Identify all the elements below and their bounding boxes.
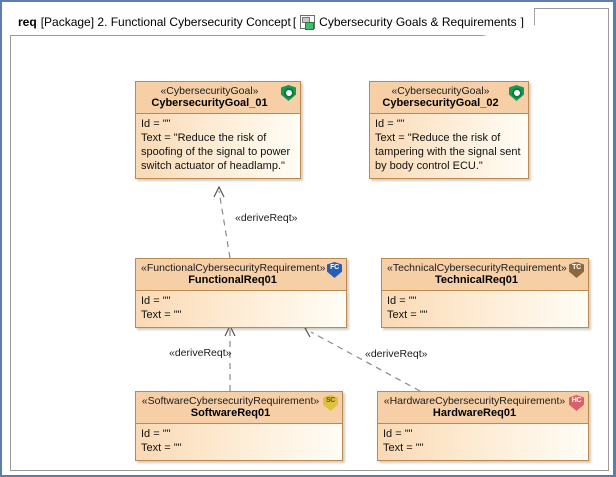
attr-id: Id = "" [141, 117, 171, 130]
node-name: CybersecurityGoal_01 [151, 97, 268, 110]
diagram-name-label: Cybersecurity Goals & Requirements [319, 14, 517, 29]
package-diagram-icon [300, 14, 316, 30]
node-cybersecurity-goal-02[interactable]: «CybersecurityGoal» CybersecurityGoal_02… [369, 81, 529, 180]
node-cybersecurity-goal-01[interactable]: «CybersecurityGoal» CybersecurityGoal_01… [135, 81, 301, 180]
node-technical-req-01[interactable]: «TechnicalCybersecurityRequirement» Tech… [381, 258, 589, 328]
node-body: Id = "" Text = "Reduce the risk of tampe… [370, 113, 528, 179]
attr-id: Id = "" [375, 117, 405, 130]
attr-text: Text = "Reduce the risk of spoofing of t… [141, 131, 294, 172]
node-header: «TechnicalCybersecurityRequirement» Tech… [382, 259, 588, 291]
node-stereotype: «CybersecurityGoal» [160, 85, 259, 97]
connector-label-derive-2: «deriveReqt» [169, 347, 232, 359]
connector-derive-func-to-goal01 [213, 185, 231, 259]
green-shield-icon [509, 85, 524, 101]
diagram-kind-label: req [18, 14, 37, 29]
bracket-close: ] [520, 14, 524, 29]
node-body: Id = "" Text = "" [378, 423, 588, 460]
brown-shield-icon: TC [569, 262, 584, 278]
attr-text: Text = "" [141, 441, 182, 454]
node-header: «SoftwareCybersecurityRequirement» Softw… [136, 392, 342, 424]
node-name: HardwareReq01 [432, 407, 517, 420]
attr-text: Text = "" [387, 308, 428, 321]
node-name: TechnicalReq01 [435, 274, 518, 287]
red-shield-icon: HC [569, 395, 584, 411]
node-body: Id = "" Text = "" [382, 290, 588, 327]
attr-text: Text = "" [141, 308, 182, 321]
bracket-open: [ [292, 14, 297, 29]
node-name: CybersecurityGoal_02 [382, 97, 499, 110]
node-name: SoftwareReq01 [190, 407, 271, 420]
diagram-header-tab[interactable]: req [Package] 2. Functional Cybersecurit… [10, 8, 535, 36]
attr-id: Id = "" [141, 294, 171, 307]
node-stereotype: «SoftwareCybersecurityRequirement» [141, 395, 320, 407]
node-stereotype: «HardwareCybersecurityRequirement» [383, 395, 566, 407]
node-body: Id = "" Text = "" [136, 290, 346, 327]
attr-id: Id = "" [387, 294, 417, 307]
attr-text: Text = "Reduce the risk of tampering wit… [375, 131, 524, 172]
node-header: «FunctionalCybersecurityRequirement» Fun… [136, 259, 346, 291]
diagram-qualifier-label: [Package] 2. Functional Cybersecurity Co… [40, 14, 291, 29]
node-body: Id = "" Text = "" [136, 423, 342, 460]
attr-id: Id = "" [383, 427, 413, 440]
node-name: FunctionalReq01 [188, 274, 277, 287]
node-stereotype: «FunctionalCybersecurityRequirement» [141, 262, 326, 274]
green-shield-icon [281, 85, 296, 101]
node-header: «CybersecurityGoal» CybersecurityGoal_02 [370, 82, 528, 114]
node-header: «HardwareCybersecurityRequirement» Hardw… [378, 392, 588, 424]
node-hardware-req-01[interactable]: «HardwareCybersecurityRequirement» Hardw… [377, 391, 589, 461]
node-functional-req-01[interactable]: «FunctionalCybersecurityRequirement» Fun… [135, 258, 347, 328]
blue-shield-icon: FC [327, 262, 342, 278]
node-stereotype: «TechnicalCybersecurityRequirement» [387, 262, 567, 274]
attr-id: Id = "" [141, 427, 171, 440]
node-stereotype: «CybersecurityGoal» [391, 85, 490, 97]
node-body: Id = "" Text = "Reduce the risk of spoof… [136, 113, 300, 179]
node-header: «CybersecurityGoal» CybersecurityGoal_01 [136, 82, 300, 114]
yellow-shield-icon: SC [323, 395, 338, 411]
diagram-canvas[interactable]: «deriveReqt» «deriveReqt» «deriveReqt» «… [11, 36, 608, 470]
node-software-req-01[interactable]: «SoftwareCybersecurityRequirement» Softw… [135, 391, 343, 461]
connector-label-derive-1: «deriveReqt» [235, 212, 298, 224]
attr-text: Text = "" [383, 441, 424, 454]
connector-label-derive-3: «deriveReqt» [365, 348, 428, 360]
